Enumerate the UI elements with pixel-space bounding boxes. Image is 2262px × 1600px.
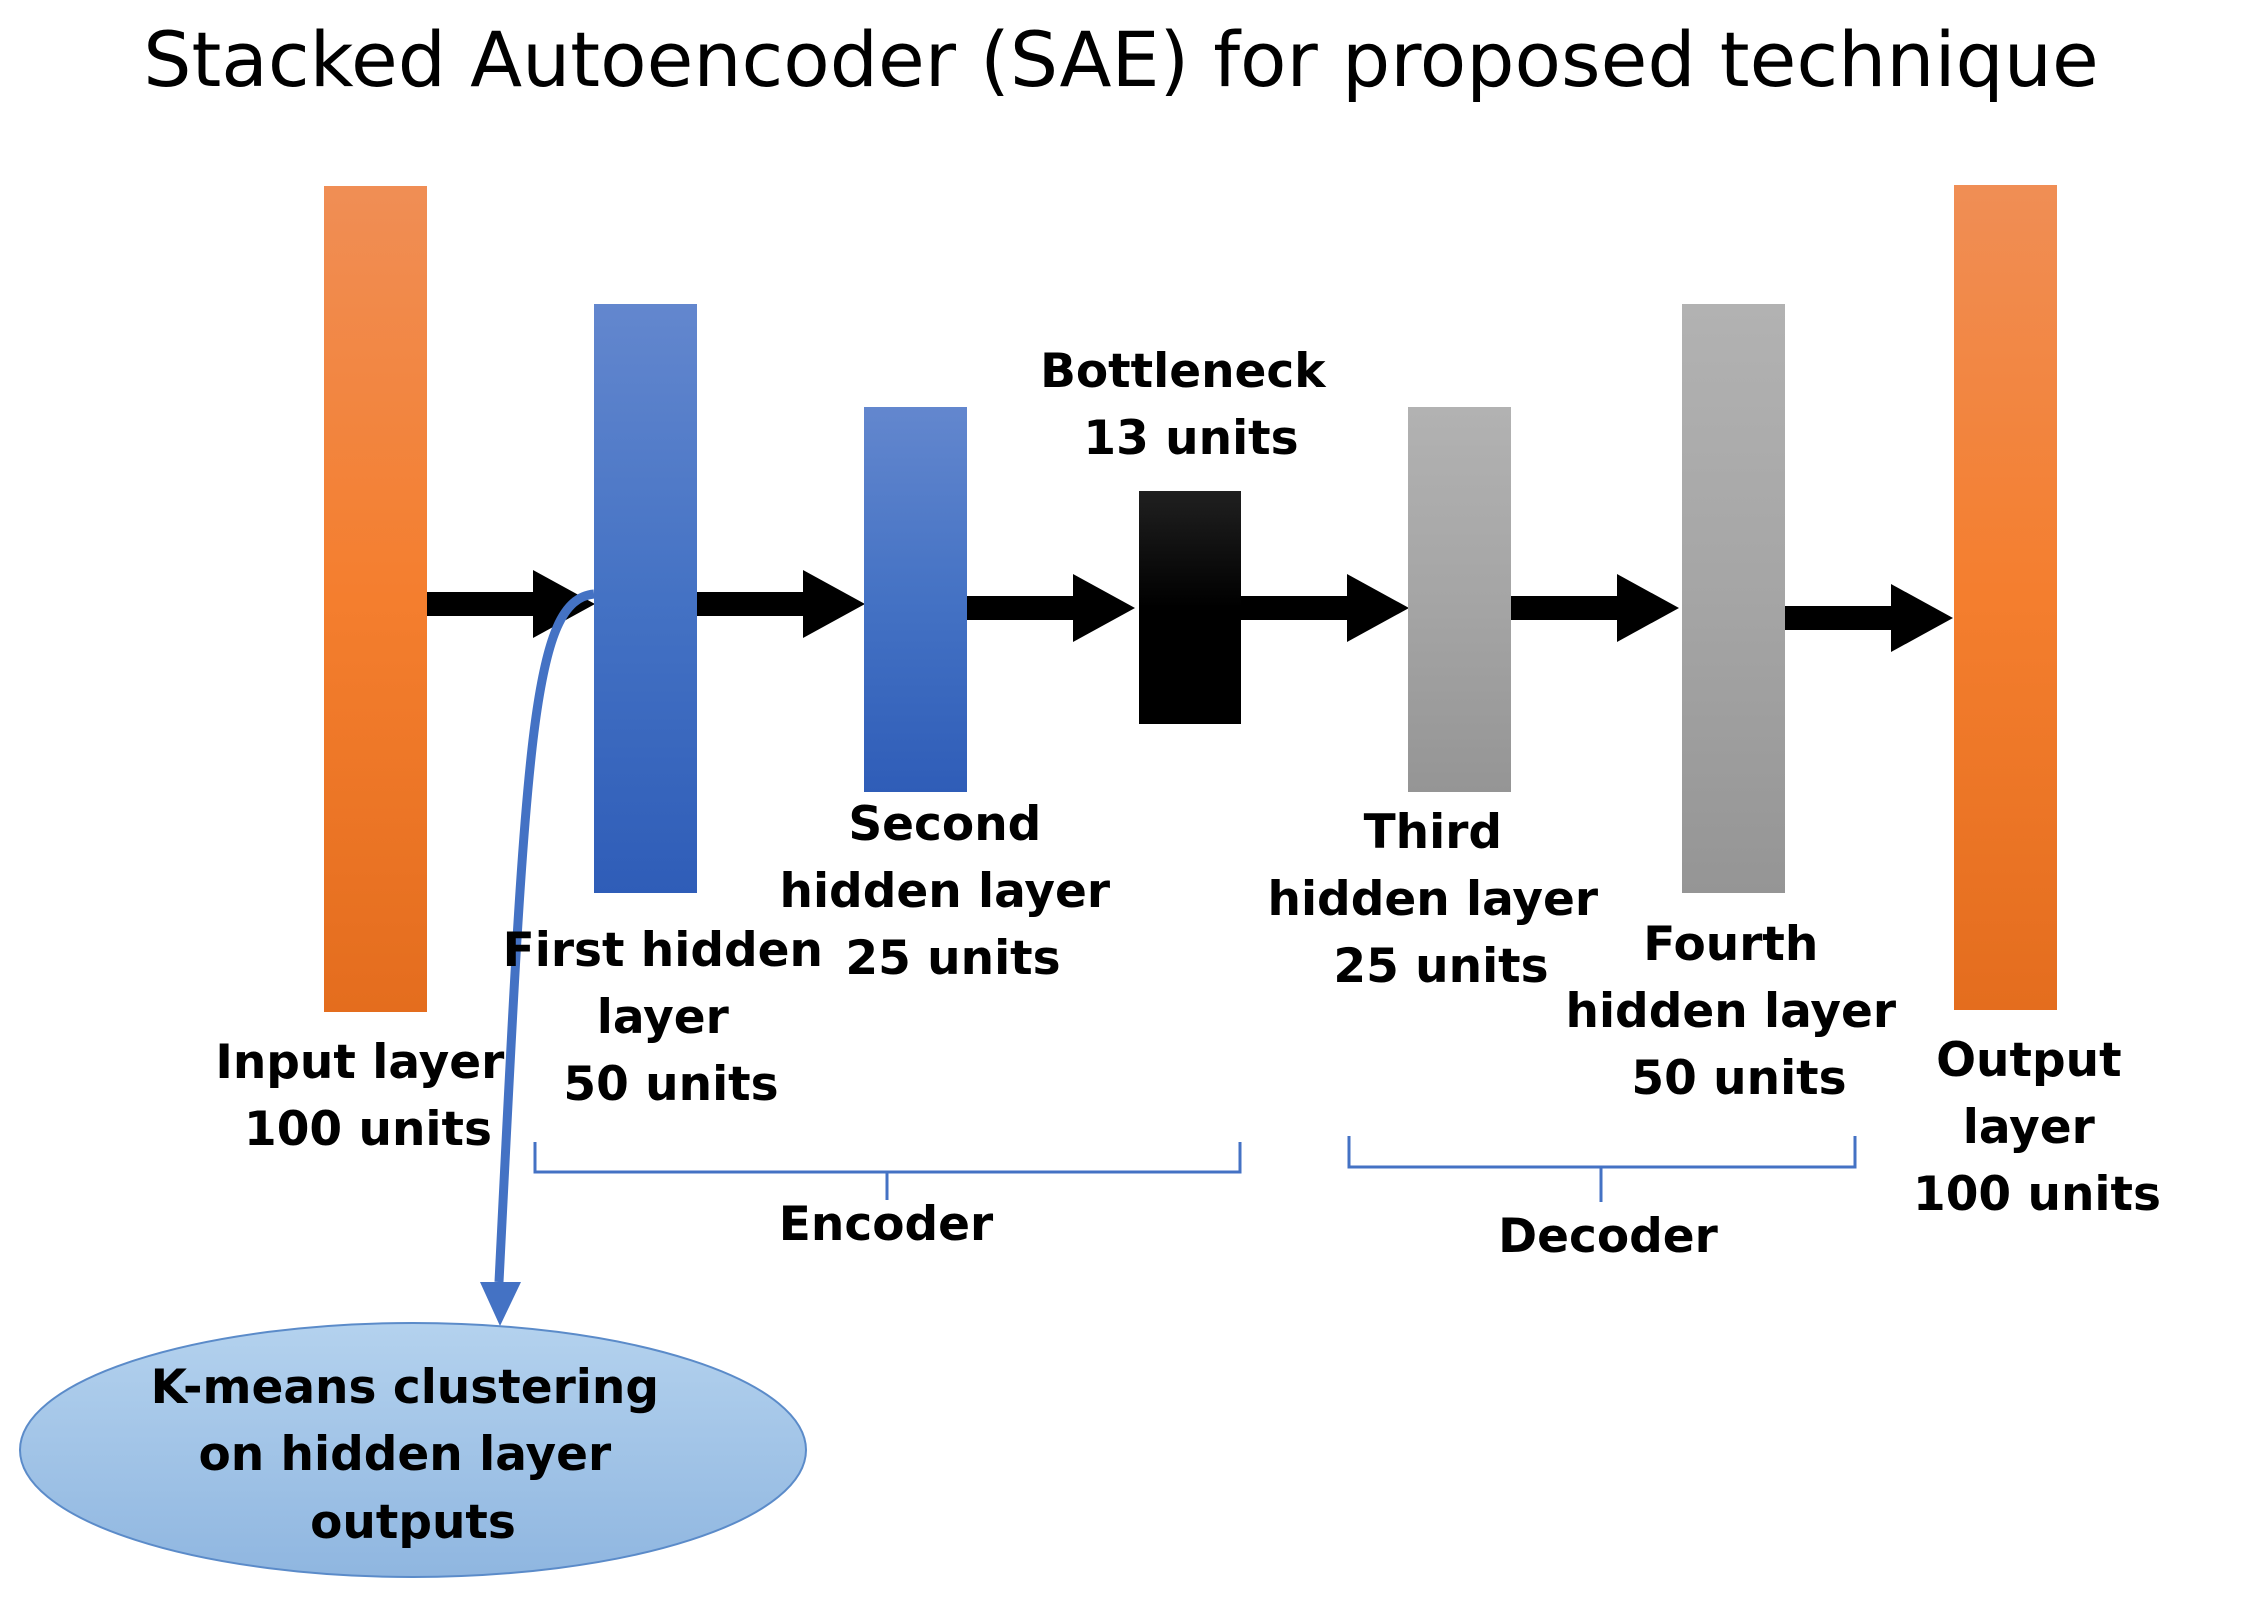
arrow-fourth-to-output xyxy=(1785,584,1953,652)
decoder-label: Decoder xyxy=(1498,1209,1719,1264)
encoder-label: Encoder xyxy=(779,1197,994,1252)
decoder-brace xyxy=(1347,1136,1857,1202)
second-hidden-layer-bar xyxy=(864,407,967,792)
first-hidden-layer-label: First hidden layer 50 units xyxy=(503,923,840,1112)
output-layer-bar xyxy=(1954,185,2057,1010)
second-hidden-layer-label: Second hidden layer 25 units xyxy=(779,797,1126,986)
bottleneck-bar xyxy=(1139,491,1241,724)
arrow-input-to-first xyxy=(427,570,595,638)
kmeans-clustering-label: K-means clustering on hidden layer outpu… xyxy=(151,1360,676,1550)
bottleneck-label: Bottleneck 13 units xyxy=(1040,344,1342,466)
input-layer-label: Input layer 100 units xyxy=(215,1035,520,1157)
input-layer-bar xyxy=(324,186,427,1012)
output-layer-label: Output layer 100 units xyxy=(1913,1033,2161,1222)
arrow-second-to-bottleneck xyxy=(967,574,1135,642)
kmeans-clustering-node: K-means clustering on hidden layer outpu… xyxy=(19,1322,807,1578)
arrow-bottleneck-to-third xyxy=(1241,574,1409,642)
third-hidden-layer-label: Third hidden layer 25 units xyxy=(1267,805,1614,994)
fourth-hidden-layer-label: Fourth hidden layer 50 units xyxy=(1565,917,1912,1106)
encoder-brace xyxy=(533,1142,1242,1200)
diagram-title: Stacked Autoencoder (SAE) for proposed t… xyxy=(143,15,2098,104)
arrow-first-to-second xyxy=(697,570,865,638)
fourth-hidden-layer-bar xyxy=(1682,304,1785,893)
first-hidden-layer-bar xyxy=(594,304,697,893)
arrow-third-to-fourth xyxy=(1511,574,1679,642)
clustering-arrow xyxy=(480,589,595,1326)
third-hidden-layer-bar xyxy=(1408,407,1511,792)
